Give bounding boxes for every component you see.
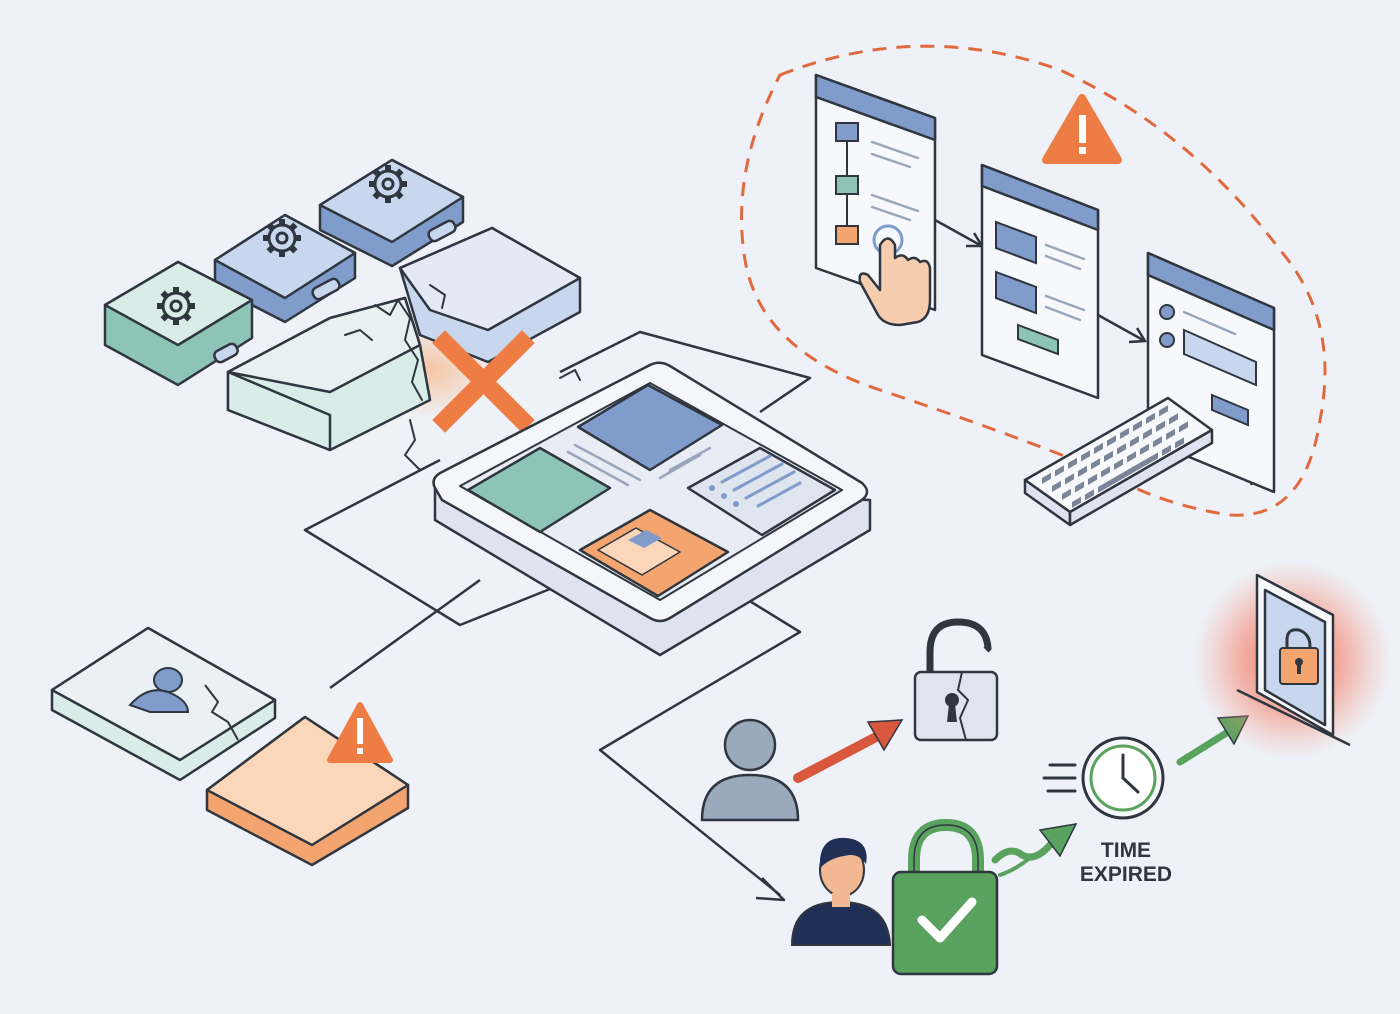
workflow-region [740,44,1327,527]
pointing-hand-icon [858,224,932,327]
workflow-screen-2 [980,163,1100,400]
flow-arrow-2 [1097,313,1148,344]
warning-triangle-icon [327,702,393,763]
dashboard-panel-blue [576,383,724,472]
connector-bottom-flow [598,590,802,896]
warning-triangle-icon [1042,94,1122,164]
keyboard-icon [1023,396,1214,527]
dashboard-panel-orange [578,508,730,598]
connector-lower-left [329,578,481,690]
dashboard-panel-list [686,446,837,537]
dashed-boundary [740,44,1327,517]
time-expired-line2: EXPIRED [1080,863,1172,886]
green-arrow [991,823,1078,877]
dashboard-panel-teal [466,446,612,534]
time-expired-label: TIME EXPIRED [1080,839,1172,886]
orange-block [205,702,410,867]
time-expired-line1: TIME [1101,839,1151,862]
red-arrow [793,719,904,783]
dashboard-platform [432,361,872,657]
broken-padlock-icon [913,618,999,742]
clock-icon [1042,736,1165,820]
user-icon [700,718,800,822]
broken-block-left [226,296,432,452]
gear-block-3 [318,158,465,268]
gear-blocks [103,158,465,387]
workflow-screen-1 [814,73,937,312]
flow-arrow-1 [934,218,985,248]
connector-upper-right [559,330,812,414]
x-mark-icon [432,330,535,433]
user-icon [790,837,892,946]
access-flow: TIME EXPIRED [700,560,1392,976]
broken-blocks [226,226,582,471]
connector-arrowhead [755,877,786,902]
connector-left-loop [303,458,561,627]
padlock-check-icon [891,818,999,976]
user-block [50,626,277,782]
broken-block-right [398,226,582,364]
user-icon [128,667,190,713]
locked-door-icon [1192,560,1392,760]
